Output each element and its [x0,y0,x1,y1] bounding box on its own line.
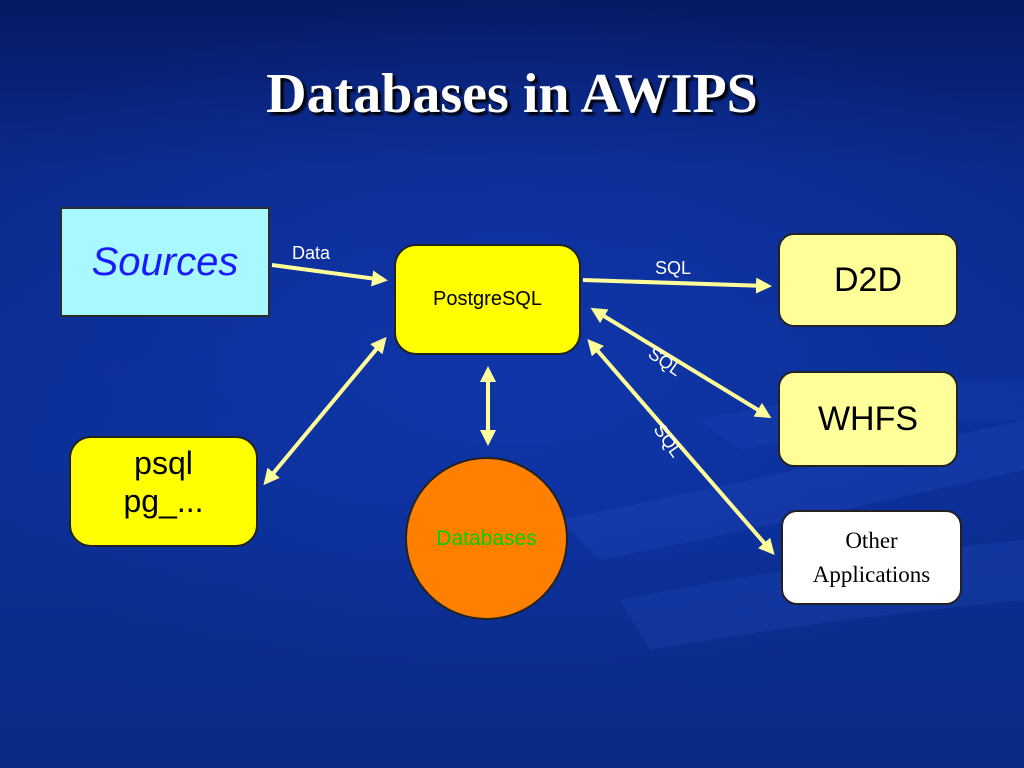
arrow-postgres-to-d2d [582,277,772,294]
slide-title: Databases in AWIPS [266,63,758,125]
other-applications-node: Other Applications [781,510,962,605]
edge-label-data: Data [292,243,331,263]
databases-node: Databases [405,457,568,620]
sources-node: Sources [60,207,270,317]
whfs-label: WHFS [817,399,919,438]
psql-node: psql pg_... [69,436,258,547]
arrow-psql-postgres [263,336,387,486]
sources-label: Sources [91,239,239,284]
other-applications-line1: Other [845,527,898,553]
databases-label: Databases [436,526,537,550]
psql-line2: pg_... [123,483,204,519]
psql-line1: psql [134,445,193,481]
edge-label-sql-d2d: SQL [655,258,692,278]
whfs-node: WHFS [778,371,958,467]
arrow-postgres-other [587,338,775,556]
d2d-node: D2D [778,233,958,327]
arrow-sources-to-postgres [271,263,388,287]
d2d-label: D2D [833,260,903,299]
postgresql-label: PostgreSQL [433,288,542,310]
postgresql-node: PostgreSQL [394,244,581,355]
other-applications-line2: Applications [812,561,931,587]
